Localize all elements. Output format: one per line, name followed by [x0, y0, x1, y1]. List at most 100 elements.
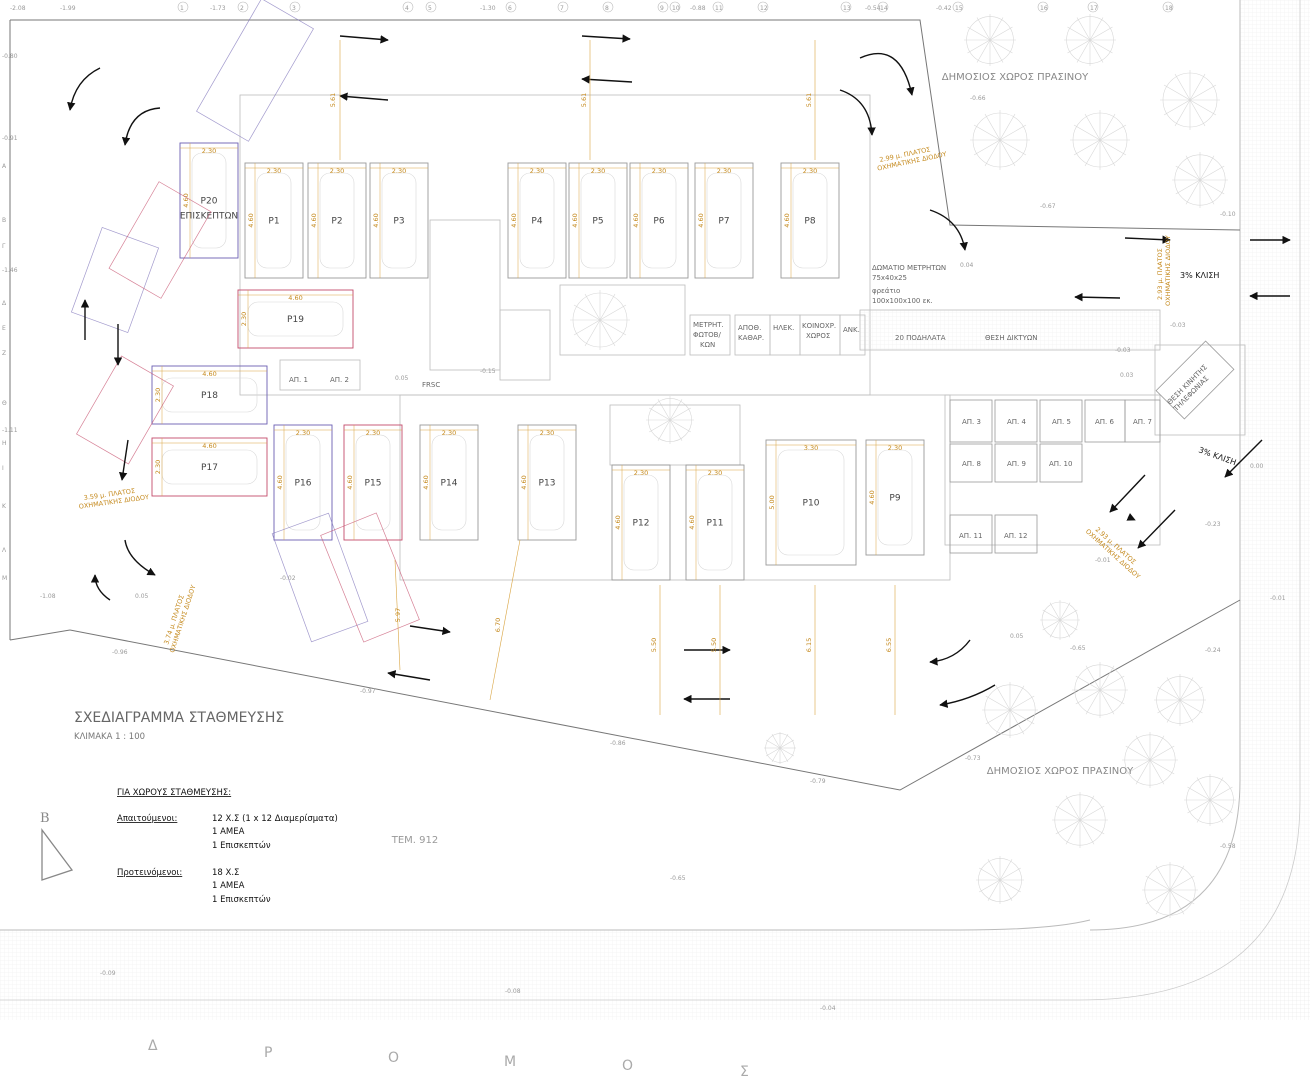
level-label: -0.67 [1040, 203, 1056, 210]
spot-length-label: 5.00 [768, 495, 776, 509]
traffic-arrow [387, 670, 431, 681]
spot-width-label: 2.30 [652, 167, 666, 175]
dimension-label: 6.55 [885, 638, 893, 652]
grid-top-label: -1.30 [480, 5, 496, 12]
spot-length-label: 4.60 [614, 515, 622, 529]
traffic-arrow [929, 209, 968, 251]
level-label: -0.09 [100, 970, 116, 977]
grid-left-label: -0.91 [2, 135, 18, 142]
spot-width-label: 2.30 [888, 444, 902, 452]
room-meter-3: ΚΩΝ [700, 341, 715, 349]
spot-length-label: 4.60 [510, 213, 518, 227]
dimension-label: 5.61 [329, 93, 337, 107]
grid-left-label: Ι [2, 465, 4, 472]
maneuver-outline [108, 181, 212, 299]
grid-left-label: Γ [2, 243, 6, 250]
dimension-label: 6.70 [494, 618, 502, 632]
room-common-1: ΚΟΙΝΟΧΡ. [802, 322, 836, 330]
north-arrow: Β [40, 811, 74, 881]
level-label: 0.05 [135, 593, 149, 600]
street-letter-6: Σ [740, 1064, 749, 1080]
level-label: -0.08 [505, 988, 521, 995]
tree-symbol [970, 110, 1030, 170]
spot-length-label: 4.60 [632, 213, 640, 227]
traffic-arrow [1137, 509, 1176, 549]
level-label: -0.79 [810, 778, 826, 785]
grid-left-label: -0.80 [2, 53, 18, 60]
traffic-arrow [839, 89, 876, 136]
grid-left-label: Μ [2, 575, 7, 582]
dimension-label: 5.97 [394, 608, 402, 622]
spot-length-label: 4.60 [276, 475, 284, 489]
grid-left-label: Λ [2, 547, 7, 554]
grid-top-label: 11 [715, 5, 723, 12]
maneuver-outline [76, 355, 174, 465]
spot-length-label: 4.60 [372, 213, 380, 227]
legend-proposed-3: 1 Επισκεπτών [212, 894, 271, 905]
parking-spot-p3: 2.30 4.60 P3 [369, 162, 429, 279]
grid-top-label: -1.99 [60, 5, 76, 12]
traffic-arrow [581, 34, 631, 43]
spot-label-p13: P13 [539, 479, 556, 489]
spot-width-label: 2.30 [202, 147, 216, 155]
street-letter-1: Δ [148, 1038, 158, 1054]
legend-proposed-2: 1 ΑΜΕΑ [212, 881, 245, 891]
street-letter-2: Ρ [264, 1045, 272, 1061]
street-letter-5: Ο [622, 1058, 633, 1074]
level-label: -0.15 [480, 368, 496, 375]
spot-width-label: 2.30 [296, 429, 310, 437]
lane-note-1: 2.99 μ. ΠΛΑΤΟΣ ΟΧΗΜΑΤΙΚΗΣ ΔΙΟΔΟΥ [877, 145, 948, 172]
spot-label-p9: P9 [889, 494, 900, 504]
spot-label-p3: P3 [393, 217, 404, 227]
traffic-arrow [124, 539, 156, 576]
grid-top-label: 5 [428, 5, 432, 12]
north-label: Β [40, 811, 50, 826]
legend-heading: ΓΙΑ ΧΩΡΟΥΣ ΣΤΑΘΜΕΥΣΗΣ: [117, 788, 231, 798]
lane-note-5: 2.93 μ. ΠΛΑΤΟΣ ΟΧΗΜΑΤΙΚΗΣ ΔΙΟΔΟΥ [1084, 526, 1142, 581]
slope-note-2: 3% ΚΛΙΣΗ [1197, 445, 1237, 467]
storage-ap6: ΑΠ. 6 [1095, 418, 1115, 426]
traffic-arrow [1074, 292, 1121, 302]
traffic-arrow [118, 439, 129, 481]
grid-top-label: 1 [180, 5, 184, 12]
grid-left-label: Η [2, 440, 7, 447]
grid-top-label: 9 [660, 5, 664, 12]
grid-top-label: 12 [760, 5, 768, 12]
spot-width-label: 2.30 [717, 167, 731, 175]
spot-label-p15: P15 [365, 479, 382, 489]
spot-width-label: 4.60 [202, 370, 216, 378]
storage-ap4: ΑΠ. 4 [1007, 418, 1027, 426]
lane-note-3: 3.74 μ. ΠΛΑΤΟΣ ΟΧΗΜΑΤΙΚΗΣ ΔΙΟΔΟΥ [162, 584, 197, 654]
traffic-arrow [1124, 235, 1171, 244]
grid-top-label: 16 [1040, 5, 1048, 12]
visitors-label: ΕΠΙΣΚΕΠΤΩΝ [180, 212, 238, 222]
spot-label-p7: P7 [718, 217, 729, 227]
spot-length-label: 4.60 [422, 475, 430, 489]
grid-top-label: 17 [1090, 5, 1098, 12]
tree-symbol [1172, 152, 1228, 208]
tree-symbol [1142, 862, 1198, 918]
traffic-arrow [929, 639, 971, 666]
spot-label-p5: P5 [592, 217, 603, 227]
level-label: -0.58 [1220, 843, 1236, 850]
level-label: -0.23 [1205, 521, 1221, 528]
traffic-arrow [121, 107, 161, 146]
level-label: -0.01 [1095, 557, 1111, 564]
storage-ap3: ΑΠ. 3 [962, 418, 981, 426]
legend-required-2: 1 ΑΜΕΑ [212, 827, 245, 837]
spot-width-label: 2.30 [392, 167, 406, 175]
grid-top-label: -0.42 [936, 5, 952, 12]
level-label: -0.96 [112, 649, 128, 656]
spot-label-p14: P14 [441, 479, 458, 489]
tree-symbol [1160, 70, 1220, 130]
grid-left-label: Ε [2, 325, 6, 332]
tree-symbol [1052, 792, 1108, 848]
